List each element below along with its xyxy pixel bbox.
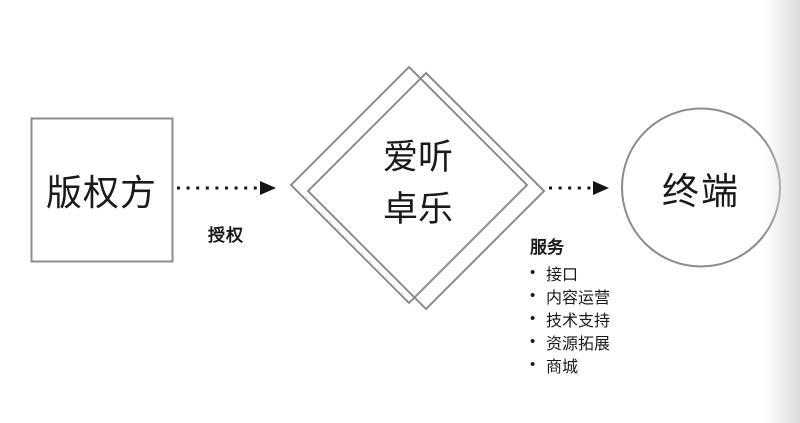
service-item-label: 商城 <box>546 358 579 376</box>
bullet-icon: • <box>530 264 536 281</box>
diamond-outline-front <box>306 71 546 311</box>
copyright-node-label: 版权方 <box>45 172 157 213</box>
copyright-box-shape <box>30 117 174 263</box>
bullet-icon: • <box>530 356 536 373</box>
service-item-label: 资源拓展 <box>546 335 611 353</box>
service-item-label: 技术支持 <box>546 312 611 330</box>
service-item-label: 接口 <box>546 266 579 284</box>
bullet-icon: • <box>530 333 536 350</box>
services-panel: 服务 • 接口 • 内容运营 • 技术支持 • 资源拓展 • 商城 <box>530 233 680 376</box>
platform-label-line1: 爱听 <box>382 138 453 177</box>
diamond-outline-back <box>289 65 529 305</box>
service-item: • 接口 <box>530 261 680 284</box>
service-item: • 技术支持 <box>530 307 680 330</box>
service-item: • 资源拓展 <box>530 330 680 353</box>
service-item-label: 内容运营 <box>546 289 611 307</box>
authorize-arrowhead-icon <box>260 181 276 195</box>
services-title: 服务 <box>530 238 564 257</box>
services-list: • 接口 • 内容运营 • 技术支持 • 资源拓展 • 商城 <box>530 261 680 376</box>
bullet-icon: • <box>530 310 536 327</box>
bullet-icon: • <box>530 287 536 304</box>
service-item: • 商城 <box>530 353 680 376</box>
platform-label-line2: 卓乐 <box>382 190 453 229</box>
service-item: • 内容运营 <box>530 284 680 307</box>
serve-arrowhead-icon <box>593 181 609 195</box>
authorize-arrow-label: 授权 <box>208 226 244 245</box>
platform-node-label: 爱听 卓乐 <box>338 132 498 236</box>
terminal-node-label: 终端 <box>662 170 740 212</box>
